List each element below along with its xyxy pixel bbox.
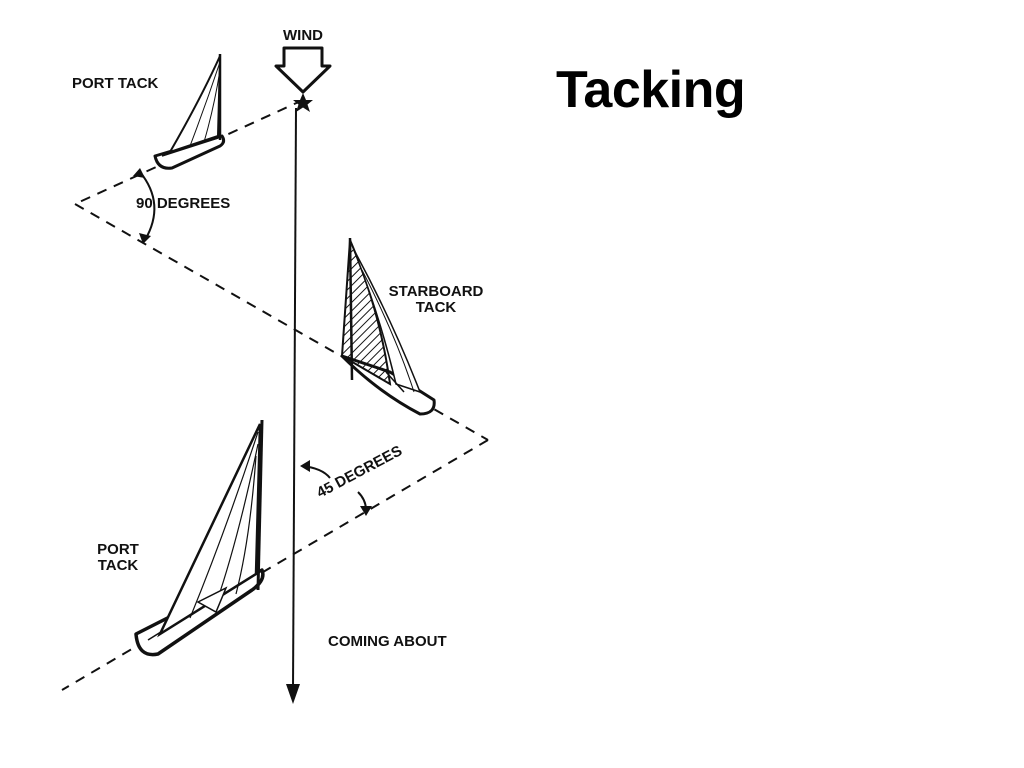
wind-direction-line (292, 107, 297, 691)
arc-arrowhead-icon (300, 460, 310, 472)
down-arrow-icon (286, 684, 300, 704)
upwind-mark-star-icon (293, 93, 313, 112)
ninety-degree-arc (139, 171, 156, 241)
starboard-tack-boat (340, 237, 436, 416)
arc-arrowhead-icon (360, 506, 372, 516)
slide-title: Tacking (556, 61, 746, 119)
port-tack-bottom-label-line2: TACK (98, 557, 139, 574)
port-tack-top-label: PORT TACK (72, 75, 159, 92)
port-tack-boat-top (153, 54, 226, 170)
wind-label: WIND (283, 27, 323, 44)
arc-arrowhead-icon (139, 233, 151, 244)
starboard-tack-label-line1: STARBOARD (389, 283, 484, 300)
port-tack-bottom-label-line1: PORT (97, 541, 139, 558)
wind-arrow-icon (274, 46, 332, 94)
ninety-degrees-label: 90 DEGREES (136, 195, 230, 212)
coming-about-label: COMING ABOUT (328, 633, 447, 650)
port-tack-boat-bottom (134, 419, 265, 657)
starboard-tack-label-line2: TACK (416, 299, 457, 316)
arc-arrowhead-icon (133, 168, 145, 178)
tacking-diagram: WIND 90 DEGREES 45 DEGREES (61, 27, 489, 704)
